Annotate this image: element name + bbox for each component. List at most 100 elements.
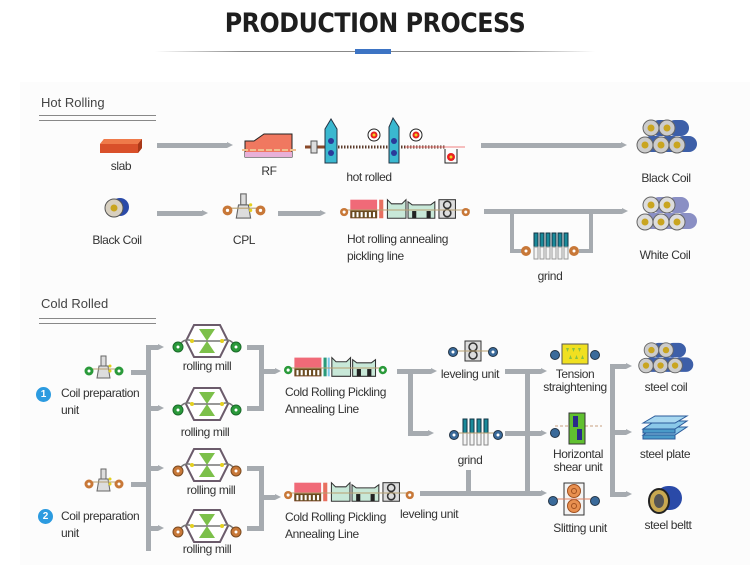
grind-icon xyxy=(521,232,579,260)
label-leveling-unit-top: leveling unit xyxy=(440,367,500,381)
label-black-coil-output: Black Coil xyxy=(641,171,691,185)
connector xyxy=(510,249,522,253)
coil-prep-unit-2-icon xyxy=(84,468,124,492)
flow-arrow xyxy=(146,405,164,411)
connector xyxy=(610,364,615,495)
label-crpal-2b: Annealing Line xyxy=(285,527,359,541)
flow-arrow xyxy=(157,142,233,148)
flow-arrow xyxy=(484,208,628,214)
flow-arrow xyxy=(525,430,547,436)
flow-arrow xyxy=(481,142,627,148)
label-product-steel-coil: steel coil xyxy=(644,380,688,394)
tension-straightening-icon xyxy=(550,343,600,365)
connector xyxy=(466,470,471,495)
label-rolling-mill-2: rolling mill xyxy=(180,425,230,439)
flow-arrow xyxy=(525,490,547,496)
label-crpal-2a: Cold Rolling Pickling xyxy=(285,510,386,524)
label-product-steel-plate: steel plate xyxy=(639,447,691,461)
cold-pickling-annealing-line-1-icon xyxy=(284,357,388,377)
grind-cold-icon xyxy=(448,418,504,448)
connector xyxy=(408,369,413,435)
black-coil-stack-icon xyxy=(636,118,698,162)
slitting-unit-icon xyxy=(548,482,600,516)
label-shear-2: shear unit xyxy=(553,460,603,474)
label-tension-2: straightening xyxy=(543,380,607,394)
section-divider xyxy=(39,318,156,324)
connector xyxy=(259,345,264,411)
hot-rolling-mill-icon xyxy=(305,117,465,164)
connector xyxy=(247,406,263,411)
flow-arrow xyxy=(397,368,437,374)
label-hot-annealing-line-2: pickling line xyxy=(347,249,404,263)
label-product-steel-belt: steel beltt xyxy=(644,518,692,532)
label-coil-prep-2b: unit xyxy=(61,526,79,540)
connector xyxy=(131,482,149,487)
label-coil-prep-2a: Coil preparation xyxy=(61,509,140,523)
hot-annealing-pickling-line-icon xyxy=(340,198,471,220)
reheating-furnace-icon xyxy=(242,133,296,158)
section-heading-cold-rolled: Cold Rolled xyxy=(41,296,109,311)
flow-arrow xyxy=(157,210,208,216)
label-crpal-1b: Annealing Line xyxy=(285,402,359,416)
flow-arrow xyxy=(610,491,632,497)
white-coil-stack-icon xyxy=(636,195,698,239)
cold-pickling-annealing-line-2-icon xyxy=(284,481,415,503)
connector xyxy=(131,370,149,375)
label-rolling-mill-3: rolling mill xyxy=(186,483,236,497)
black-coil-icon xyxy=(104,198,129,218)
label-grind-hot: grind xyxy=(537,269,563,283)
label-white-coil: White Coil xyxy=(639,248,691,262)
cpl-icon xyxy=(222,193,266,219)
label-crpal-1a: Cold Rolling Pickling xyxy=(285,385,386,399)
flow-arrow xyxy=(259,368,281,374)
leveling-unit-top-icon xyxy=(448,340,498,364)
rolling-mill-2-icon xyxy=(172,386,242,422)
connector xyxy=(505,431,525,436)
label-coil-prep-1a: Coil preparation xyxy=(61,386,140,400)
connector xyxy=(510,209,514,253)
flow-arrow xyxy=(610,363,632,369)
label-slab: slab xyxy=(110,159,132,173)
label-cpl: CPL xyxy=(232,233,256,247)
steel-coil-icon xyxy=(638,342,694,374)
section-divider xyxy=(39,115,156,121)
label-shear-1: Horizontal xyxy=(552,447,604,461)
step-badge-1: 1 xyxy=(36,387,51,402)
label-coil-prep-1b: unit xyxy=(61,403,79,417)
rolling-mill-4-icon xyxy=(172,508,242,544)
connector xyxy=(146,345,151,551)
title-accent-bar xyxy=(355,49,391,54)
connector xyxy=(420,491,535,496)
steel-belt-icon xyxy=(648,486,682,514)
connector xyxy=(247,466,263,471)
flow-arrow xyxy=(505,368,547,374)
steel-plate-icon xyxy=(641,415,689,440)
label-rolling-mill-1: rolling mill xyxy=(182,359,232,373)
label-leveling-unit-bottom: leveling unit xyxy=(400,507,459,521)
label-rolling-mill-4: rolling mill xyxy=(182,542,232,556)
label-hot-annealing-line-1: Hot rolling annealing xyxy=(347,232,449,246)
coil-prep-unit-1-icon xyxy=(84,355,124,379)
section-heading-hot-rolling: Hot Rolling xyxy=(41,95,105,110)
rolling-mill-1-icon xyxy=(172,323,242,359)
flow-arrow xyxy=(259,494,281,500)
page-title: PRODUCTION PROCESS xyxy=(224,8,526,39)
step-badge-2: 2 xyxy=(38,509,53,524)
label-black-coil-input: Black Coil xyxy=(92,233,142,247)
flow-arrow xyxy=(146,465,164,471)
flow-arrow xyxy=(146,344,164,350)
flow-arrow xyxy=(610,429,632,435)
rolling-mill-3-icon xyxy=(172,447,242,483)
flow-arrow xyxy=(146,525,164,531)
label-grind-cold: grind xyxy=(457,453,483,467)
connector xyxy=(247,526,263,531)
flow-arrow xyxy=(408,430,434,436)
label-hot-rolled: hot rolled xyxy=(346,170,392,184)
horizontal-shear-icon xyxy=(550,412,602,445)
label-tension-1: Tension xyxy=(555,367,595,381)
label-slitting-unit: Slitting unit xyxy=(553,521,607,535)
slab-icon xyxy=(100,139,142,153)
connector xyxy=(247,345,263,350)
flow-arrow xyxy=(278,210,326,216)
connector xyxy=(589,209,593,253)
